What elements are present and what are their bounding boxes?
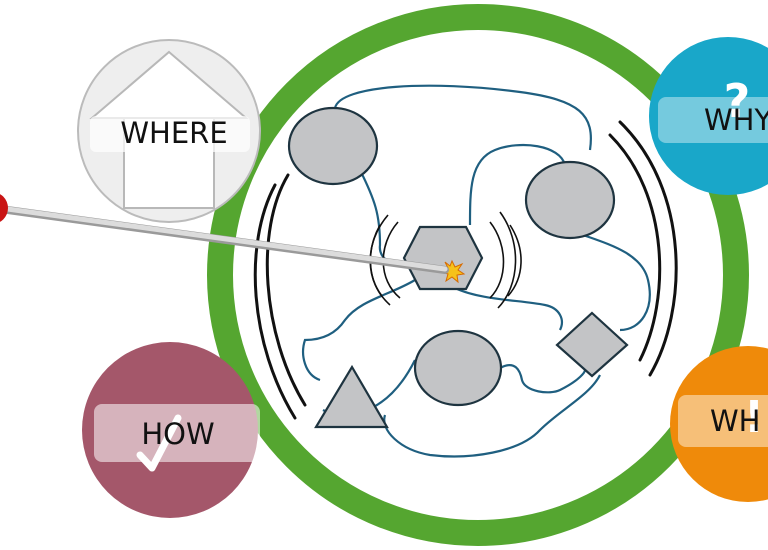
node-ellipse-top-left <box>287 106 379 186</box>
node-ellipse-right <box>524 160 616 240</box>
why-label: WHY <box>704 103 768 137</box>
where-label: WHERE <box>120 116 227 150</box>
exclamation-mark-icon: ! <box>744 392 764 443</box>
node-ellipse-bottom <box>413 329 503 407</box>
what-label: WH <box>710 404 760 438</box>
where-bubble[interactable]: WHERE <box>77 39 261 223</box>
green-ring <box>207 4 749 546</box>
node-triangle <box>314 364 389 429</box>
pointer-tip[interactable] <box>0 192 8 224</box>
node-diamond <box>555 311 629 378</box>
pointer-stick <box>0 205 449 274</box>
node-hexagon <box>402 225 484 291</box>
question-mark-icon: ? <box>724 74 751 128</box>
spark-icon <box>439 259 466 284</box>
why-bubble[interactable]: ? WHY <box>649 37 768 195</box>
bracket-arcs <box>253 120 678 420</box>
node-shapes <box>287 106 629 429</box>
how-label: HOW <box>141 417 214 451</box>
what-bubble[interactable]: ! WH <box>670 346 768 502</box>
how-bubble[interactable]: HOW <box>82 342 260 518</box>
